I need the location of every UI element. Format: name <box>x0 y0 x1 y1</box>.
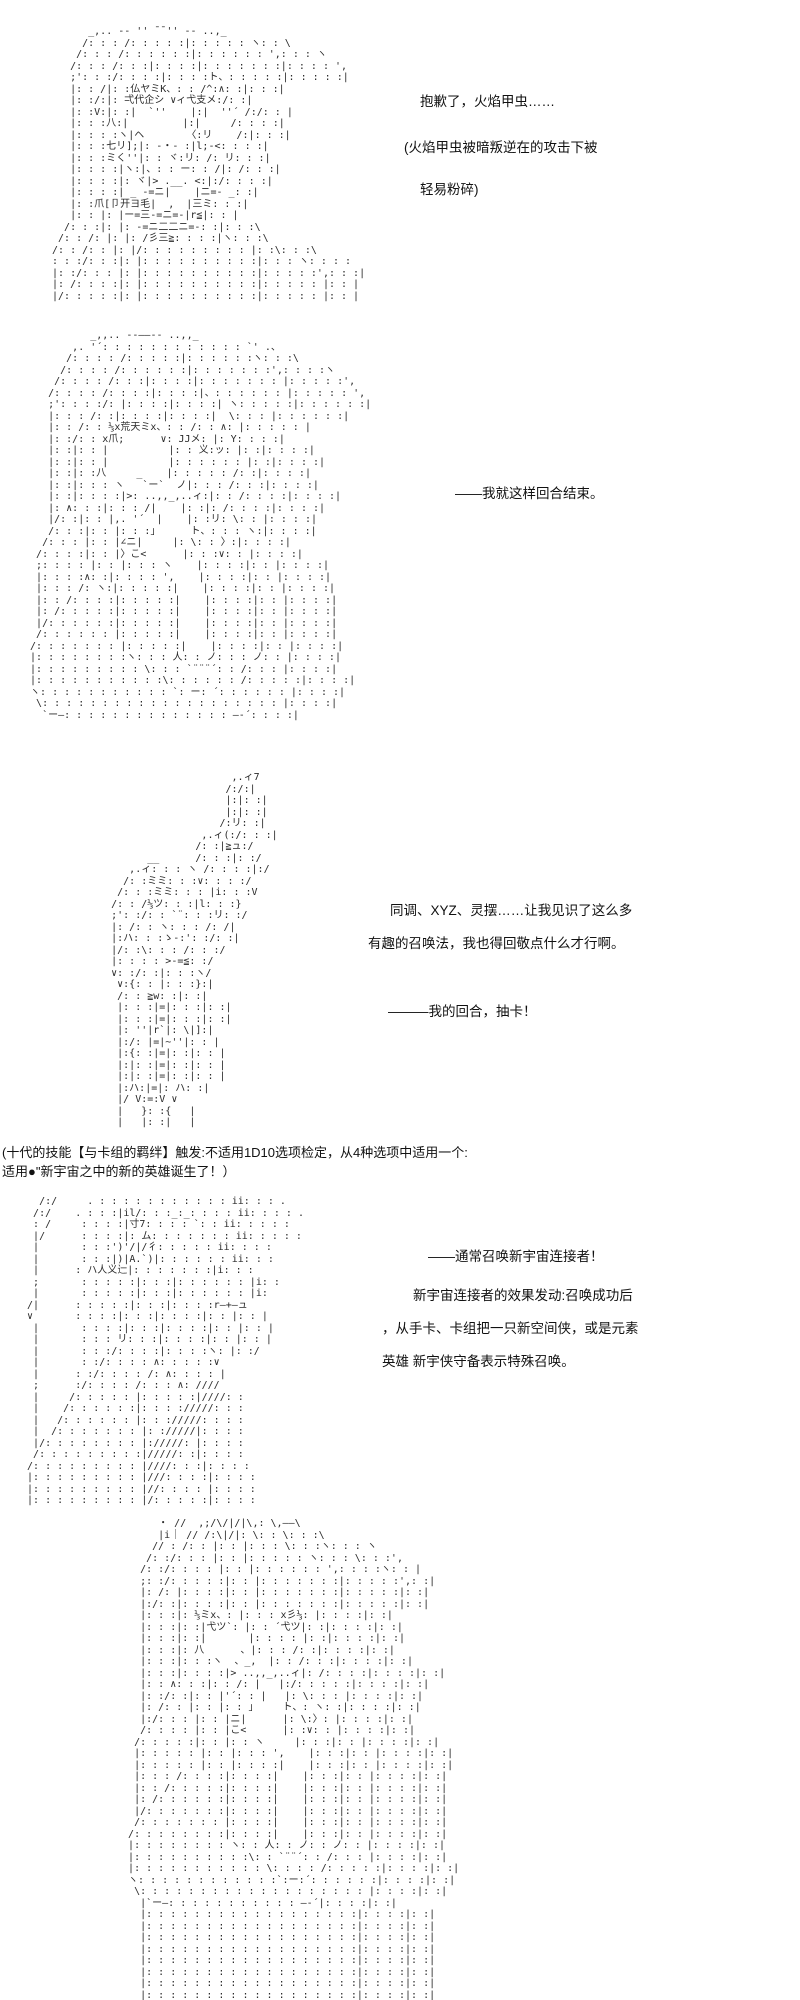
ascii-art-panel-3: ,.ィ7 /:/:| |:|: :| |:|: :| /:リ: :| ,.ィ(:… <box>111 772 278 1128</box>
dialogue-panel1-line3: 轻易粉碎) <box>420 182 479 197</box>
ascii-art-panel-1: _,.. -‐ '' ̄ ̄ '' ‐- ..,_ /: : : /: : : … <box>52 26 366 302</box>
dialogue-panel4-line4: 英雄 新宇侠守备表示特殊召唤。 <box>382 1354 575 1369</box>
dialogue-panel3-line1: 同调、XYZ、灵摆……让我见识了这么多 <box>390 903 633 918</box>
dialogue-panel1-line2: (火焰甲虫被暗叛逆在的攻击下被 <box>404 140 598 155</box>
ascii-art-panel-5: ・ // ,;/\/|/|\,: \,――\ |i｜ // /:\|/|: \:… <box>128 1518 460 2000</box>
ascii-art-panel-4: /:/ . : : : : : : : : : : : ii: : : . /:… <box>27 1196 304 1506</box>
dialogue-panel4-line2: 新宇宙连接者的效果发动:召唤成功后 <box>413 1288 633 1303</box>
dialogue-panel2-line1: ——我就这样回合结束。 <box>455 486 604 501</box>
skill-note-line2: 适用●"新宇宙之中的新的英雄诞生了！） <box>2 1164 236 1179</box>
dialogue-panel4-line1: ——通常召唤新宇宙连接者！ <box>428 1249 604 1264</box>
skill-note-line1: (十代的技能【与卡组的羁绊】触发:不适用1D10选项检定，从4种选项中适用一个: <box>2 1145 468 1160</box>
ascii-art-panel-2: _,,.. -‐――‐- ..,,_ ,. '´: : : : : : : : … <box>30 330 372 721</box>
dialogue-panel3-line2: 有趣的召唤法，我也得回敬点什么才行啊。 <box>368 936 625 951</box>
dialogue-panel1-line1: 抱歉了，火焰甲虫…… <box>420 94 555 109</box>
dialogue-panel4-line3: ，从手卡、卡组把一只新空间侠，或是元素 <box>382 1321 639 1336</box>
dialogue-panel3-line3: ———我的回合，抽卡！ <box>388 1004 537 1019</box>
